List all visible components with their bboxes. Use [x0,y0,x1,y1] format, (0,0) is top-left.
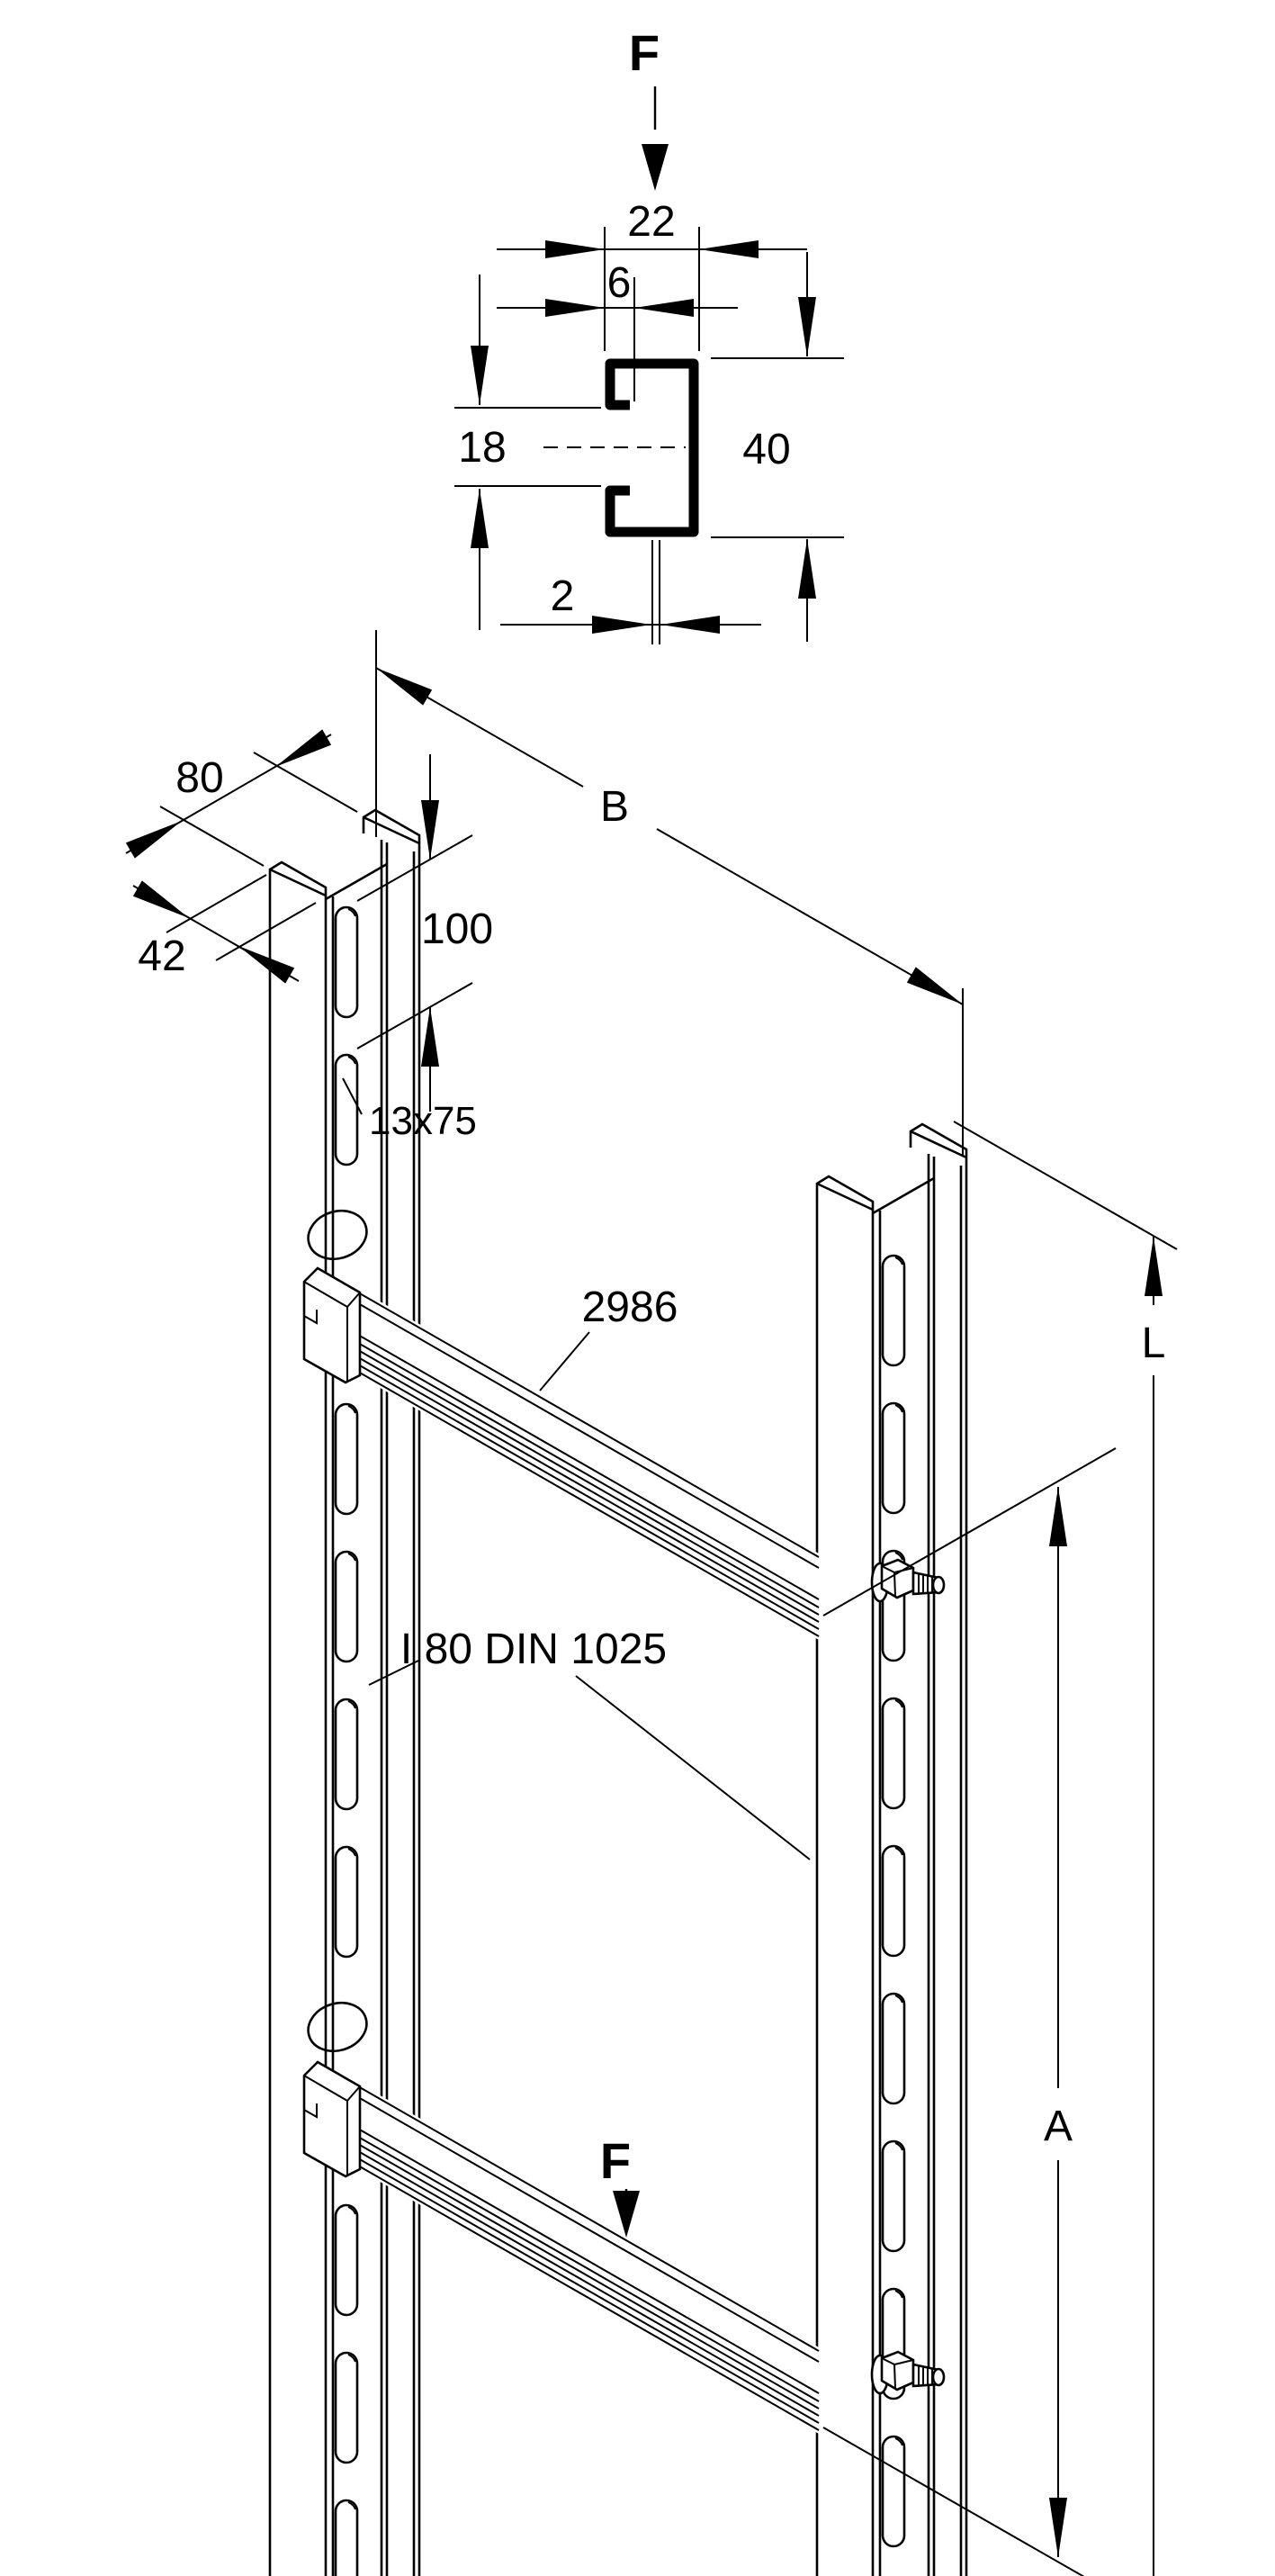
label-beam-spec: I 80 DIN 1025 [368,1626,811,1860]
dim-42-label: 42 [138,932,185,980]
dim-40: 40 [711,252,844,642]
rung-2-end-cap [302,2060,362,2178]
dim-6-label: 6 [607,259,632,307]
rung-1-end-cap [302,1266,362,1384]
label-slot-size: 13x75 [342,1077,477,1143]
rung-1 [302,1266,820,1640]
dim-80-label: 80 [175,754,223,802]
dim-22: 22 [497,198,807,351]
arrow-down-icon [642,144,669,191]
beam-spec-label: I 80 DIN 1025 [400,1626,667,1673]
isometric-view: 80 42 100 13x75 [125,630,1178,2576]
dim-L-label: L [1142,1320,1166,1367]
rung-mount-hole-2 [307,2001,368,2053]
right-rail [815,1122,968,2576]
dim-80: 80 [125,729,358,867]
dim-B: B [372,630,967,1156]
dim-6: 6 [497,259,738,401]
force-label-rung: F [600,2132,631,2189]
dim-100: 100 [356,754,493,1112]
dim-100-label: 100 [421,905,493,953]
dim-L: L [953,1121,1178,2576]
rung-2 [302,2060,820,2434]
dim-18: 18 [454,275,601,630]
force-arrow-top: F [629,24,669,191]
label-rung-length: 2986 [539,1283,678,1392]
slot-size-label: 13x75 [369,1099,477,1143]
dim-2: 2 [500,540,761,644]
arrow-down-icon [613,2191,640,2238]
dim-B-label: B [600,783,629,831]
dim-A: A [822,1447,1117,2576]
c-profile-outline [605,358,699,537]
dim-18-label: 18 [458,424,506,472]
rung-mount-hole-1 [307,1209,368,1261]
force-label-top: F [629,24,660,81]
force-arrow-rung: F [600,2132,640,2238]
cross-section-view: F 22 6 [454,24,844,644]
dim-A-label: A [1044,2103,1073,2150]
dim-40-label: 40 [742,426,790,473]
dim-2-label: 2 [551,572,575,620]
rung-length-label: 2986 [582,1283,678,1331]
dim-42: 42 [132,874,317,984]
left-rail [268,808,421,2576]
dim-22-label: 22 [627,198,675,246]
